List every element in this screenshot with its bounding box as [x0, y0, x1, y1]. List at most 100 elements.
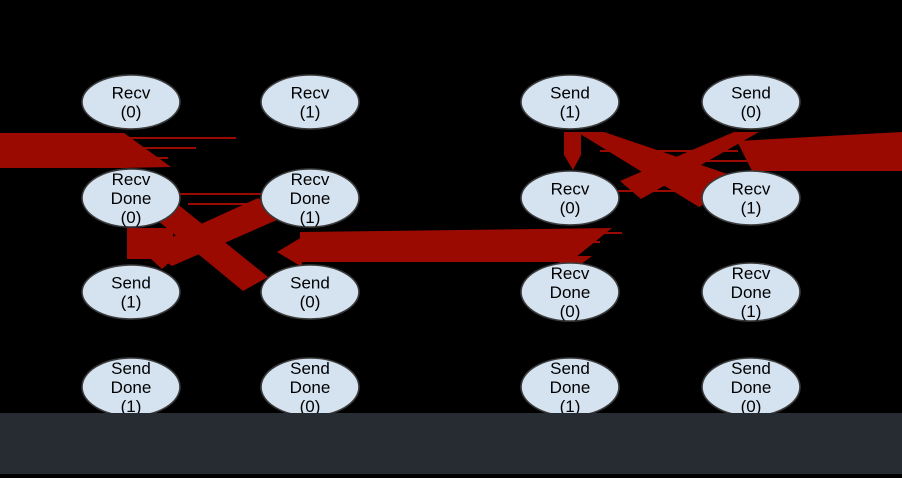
node-ellipse	[701, 74, 801, 130]
node-label-line: Done	[111, 189, 152, 208]
arrow-streak	[612, 190, 698, 192]
node-label-line: Done	[550, 378, 591, 397]
node-label-line: (0)	[741, 397, 762, 416]
edge-offscreen-right-band	[737, 132, 902, 171]
arrow-streak	[178, 193, 298, 195]
node-label-line: Send	[111, 359, 151, 378]
node-recv-1-right: Recv(1)	[701, 170, 801, 226]
node-label: Recv(1)	[732, 180, 771, 218]
node-recv-1-left: Recv(1)	[260, 74, 360, 130]
node-ellipse	[260, 264, 360, 320]
node-label-line: (0)	[560, 302, 581, 321]
node-recv-0-right: Recv(0)	[520, 170, 620, 226]
arrow-streak	[124, 157, 168, 159]
node-label-line: (1)	[300, 103, 321, 122]
node-label-line: Recv	[551, 264, 590, 283]
bottom-bar	[0, 413, 902, 474]
node-label-line: Send	[550, 359, 590, 378]
node-label: Recv(0)	[551, 180, 590, 218]
node-label-line: Recv	[112, 84, 151, 103]
node-label-line: Send	[111, 274, 151, 293]
node-label-line: Done	[731, 378, 772, 397]
node-label: Send(0)	[290, 274, 330, 312]
node-ellipse	[81, 74, 181, 130]
node-label-line: Send	[731, 359, 771, 378]
node-send-1-right: Send(1)	[520, 74, 620, 130]
node-label: Send(1)	[550, 84, 590, 122]
node-ellipse	[81, 264, 181, 320]
node-send-0-right: Send(0)	[701, 74, 801, 130]
node-label-line: Send	[550, 84, 590, 103]
node-label: Recv(0)	[112, 84, 151, 122]
node-label-line: (0)	[300, 293, 321, 312]
node-label-line: (1)	[741, 302, 762, 321]
arrow-streak	[124, 137, 236, 139]
node-label-line: (1)	[560, 103, 581, 122]
node-label-line: (0)	[741, 103, 762, 122]
node-label-line: (1)	[560, 397, 581, 416]
arrow-streak	[600, 150, 738, 152]
node-label-line: Recv	[112, 170, 151, 189]
node-label-line: Recv	[291, 170, 330, 189]
node-send-1-left: Send(1)	[81, 264, 181, 320]
node-label-line: (1)	[121, 397, 142, 416]
arrow-streak	[188, 203, 280, 205]
node-label-line: (0)	[121, 103, 142, 122]
node-label-line: Done	[550, 283, 591, 302]
arrow-streak	[570, 232, 622, 234]
node-ellipse	[701, 170, 801, 226]
node-label-line: (1)	[741, 199, 762, 218]
node-label-line: Send	[290, 274, 330, 293]
node-label: Recv(1)	[291, 84, 330, 122]
arrow-streak	[700, 160, 748, 162]
node-label-line: Done	[731, 283, 772, 302]
edge-send0r-to-recv0r	[620, 132, 759, 199]
node-ellipse	[520, 170, 620, 226]
arrowhead-band-at-send0	[277, 237, 302, 267]
node-label-line: (0)	[300, 397, 321, 416]
node-label-line: Recv	[732, 264, 771, 283]
node-label-line: Recv	[551, 180, 590, 199]
node-label-line: (1)	[121, 293, 142, 312]
node-label-line: Recv	[291, 84, 330, 103]
node-label-line: (0)	[121, 208, 142, 227]
node-label-line: Done	[111, 378, 152, 397]
arrow-streak	[124, 147, 196, 149]
node-label-line: (0)	[560, 199, 581, 218]
node-send-0-left: Send(0)	[260, 264, 360, 320]
edge-long-band-to-left-group	[300, 228, 612, 262]
node-label-line: Done	[290, 378, 331, 397]
node-ellipse	[81, 168, 181, 228]
node-label: Send(0)	[731, 84, 771, 122]
node-label-line: Recv	[732, 180, 771, 199]
node-ellipse	[701, 262, 801, 322]
node-ellipse	[260, 168, 360, 228]
node-ellipse	[260, 74, 360, 130]
arrow-streak	[570, 241, 600, 243]
edge-recvdone1-to-send1	[146, 198, 286, 266]
node-label: Send(1)	[111, 274, 151, 312]
edge-offscreen-left-band	[0, 133, 171, 168]
node-ellipse	[520, 74, 620, 130]
node-label-line: Done	[290, 189, 331, 208]
node-label-line: (1)	[300, 208, 321, 227]
node-label-line: Send	[731, 84, 771, 103]
